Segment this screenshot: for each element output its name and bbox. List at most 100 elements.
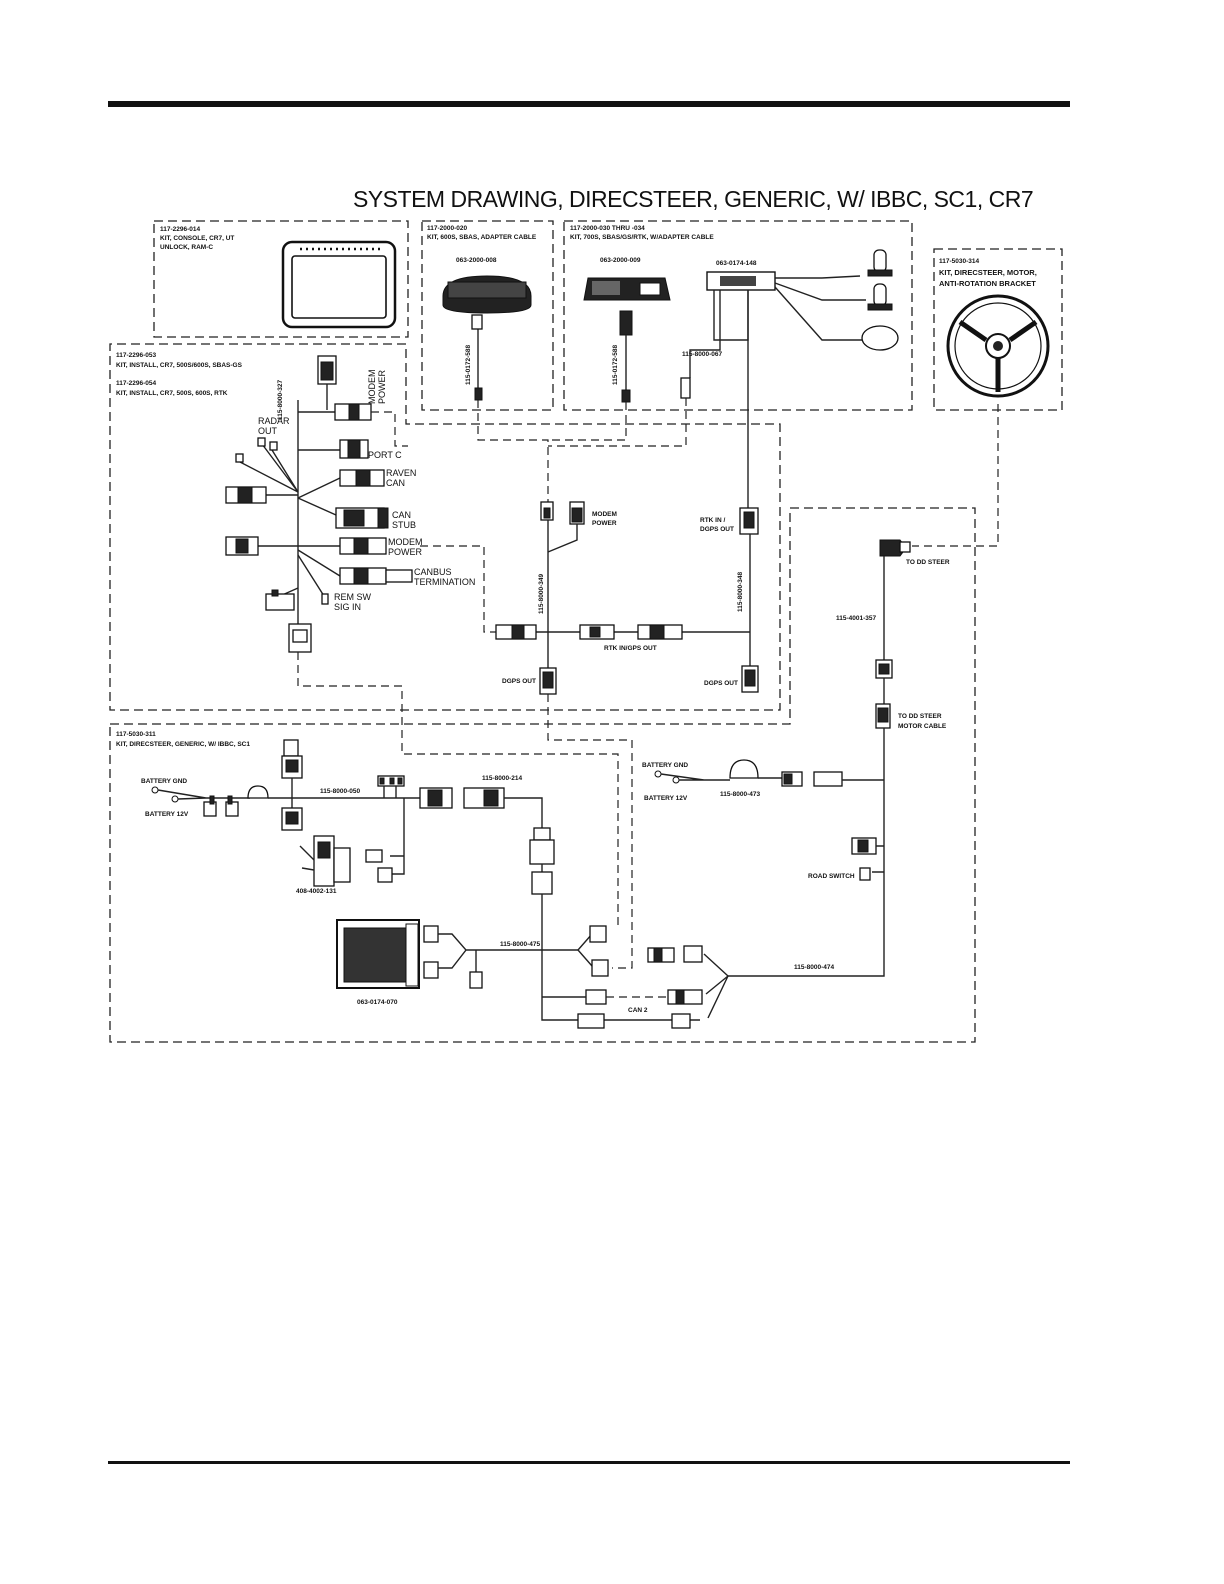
modem-power-connector-top: [334, 403, 372, 421]
gps-connector-center: [540, 501, 554, 521]
diagram-label: BATTERY 12V: [145, 811, 189, 818]
small-connector-1: [365, 849, 383, 863]
diagram-label: KIT, INSTALL, CR7, 500S, 600S, RTK: [116, 390, 228, 397]
small-connector-2: [377, 867, 393, 883]
diagram-label: KIT, DIRECSTEER, MOTOR,: [939, 268, 1037, 277]
diagram-label: STUB: [392, 520, 416, 530]
footer-rule: [108, 1461, 1070, 1464]
antenna-icon-2: [867, 283, 893, 311]
relay-connector-bottom: [281, 807, 303, 831]
diagram-label: RADAR: [258, 416, 290, 426]
diagram-label: 117-2296-054: [116, 380, 157, 387]
can-connector-5: [577, 1013, 605, 1029]
steer-inline-connector: [875, 659, 893, 679]
diagram-label: 115-8000-349: [538, 573, 545, 614]
diagram-label: 115-8000-474: [794, 964, 835, 971]
diagram-label: 117-5030-311: [116, 731, 156, 738]
diagram-label: RTK IN /: [700, 517, 725, 524]
rtk-gps-connector-2: [579, 624, 615, 640]
rtk-radio-icon: [706, 271, 776, 291]
diagram-label: 115-8000-348: [737, 571, 744, 612]
console-kit-box: 117-2296-014 KIT, CONSOLE, CR7, UT UNLOC…: [153, 220, 409, 338]
diagram-label: POWER: [592, 520, 617, 527]
diagram-label: 115-8000-067: [682, 351, 723, 358]
diagram-label: CANBUS: [414, 567, 452, 577]
diagram-label: TERMINATION: [414, 577, 475, 587]
diagram-label: 115-8000-475: [500, 941, 541, 948]
diagram-label: 115-8000-473: [720, 791, 761, 798]
diagram-label: 117-2296-014: [160, 226, 201, 233]
to-dd-steer-connector: [879, 539, 911, 557]
diagram-label: KIT, CONSOLE, CR7, UT: [160, 235, 234, 242]
diagram-label: MODEM: [592, 511, 617, 518]
inline-connector-right-3: [851, 837, 877, 855]
diagram-label: MODEM: [388, 537, 423, 547]
direcsteer-harness: TO DD STEER 115-4001-357 TO DD STEER MOT…: [141, 539, 950, 1029]
harness-connector-bottom: [288, 623, 312, 653]
can-connector-3: [585, 989, 607, 1005]
cr7-console-icon: [281, 240, 397, 329]
diagram-label: DGPS OUT: [502, 678, 536, 685]
raven-can-connector: [339, 469, 385, 487]
relay-connector-top: [281, 739, 303, 779]
ecu-branch-connector-2: [591, 959, 609, 977]
diagram-label: OUT: [258, 426, 278, 436]
header-rule: [108, 101, 1070, 107]
page-title: SYSTEM DRAWING, DIRECSTEER, GENERIC, W/ …: [353, 186, 1034, 212]
diagram-label: CAN: [392, 510, 411, 520]
diagram-label: UNLOCK, RAM-C: [160, 244, 213, 251]
diagram-label: 063-0174-148: [716, 260, 757, 267]
antenna-puck-icon: [861, 325, 899, 351]
sc1-ecu-icon: [336, 919, 420, 989]
ecu-connector-2: [423, 961, 439, 979]
diagram-label: KIT, DIRECSTEER, GENERIC, W/ IBBC, SC1: [116, 741, 250, 748]
diagram-label: KIT, 700S, SBAS/GS/RTK, W/ADAPTER CABLE: [570, 234, 714, 241]
install-kit-box: 117-2296-053 KIT, INSTALL, CR7, 500S/600…: [109, 343, 781, 711]
gps600-kit-box: 117-2000-020 KIT, 600S, SBAS, ADAPTER CA…: [421, 220, 554, 411]
road-switch-icon: [859, 867, 871, 881]
diagram-label: CAN 2: [628, 1007, 648, 1014]
steering-wheel-icon: [946, 294, 1050, 398]
diagram-label: 115-0172-588: [612, 344, 619, 385]
diagram-label: MOTOR CABLE: [898, 723, 947, 730]
diagram-label: REM SW: [334, 592, 372, 602]
sc1-inline-connector-2: [531, 871, 553, 895]
diagram-label: 117-2000-020: [427, 225, 468, 232]
can-connector-1: [647, 947, 675, 963]
harness-connector-left-1: [225, 486, 267, 504]
dgps-out-connector-left: [539, 667, 557, 695]
harness-connector-left-3: [265, 589, 295, 611]
diagram-label: MODEM: [367, 370, 377, 405]
diagram-label: ROAD SWITCH: [808, 873, 855, 880]
diagram-label: 063-0174-070: [357, 999, 398, 1006]
diagram-label: CAN: [386, 478, 405, 488]
diagram-label: POWER: [388, 547, 423, 557]
ibbc-module: [247, 785, 269, 799]
gps-receiver-700-icon: [583, 277, 671, 301]
diagram-label: RAVEN: [386, 468, 416, 478]
gps-receiver-600-icon: [442, 275, 532, 314]
diagram-label: KIT, INSTALL, CR7, 500S/600S, SBAS-GS: [116, 362, 243, 369]
diagram-label: 115-4001-357: [836, 615, 877, 622]
rtk-in-connector: [739, 507, 759, 535]
antenna-icon-1: [867, 249, 893, 277]
inline-connector-right-2: [813, 771, 843, 787]
ibbc-connector-1: [419, 787, 453, 809]
sc1-inline-connector-1: [529, 827, 555, 865]
diagram-label: BATTERY GND: [141, 778, 187, 785]
cr7-harness: 115-8000-327 MODEM POWER RADAR OUT PORT …: [225, 355, 619, 930]
diagram-label: 063-2000-008: [456, 257, 497, 264]
inline-connector-right-1: [781, 771, 803, 787]
canbus-termination-connector: [339, 567, 413, 585]
diagram-label: 117-2000-030 THRU -034: [570, 225, 645, 232]
diagram-label: RTK IN/GPS OUT: [604, 645, 657, 652]
dgps-out-connector-right: [741, 665, 759, 693]
port-c-connector: [339, 439, 369, 459]
direcsteer-kit-box: 117-5030-311 KIT, DIRECSTEER, GENERIC, W…: [109, 507, 976, 1043]
diagram-label: 115-8000-327: [277, 379, 284, 420]
diagram-label: TO DD STEER: [906, 559, 950, 566]
ecu-connector-1: [423, 925, 439, 943]
can-connector-6: [671, 1013, 691, 1029]
diagram-label: 117-2296-053: [116, 352, 157, 359]
diagram-label: BATTERY GND: [642, 762, 688, 769]
